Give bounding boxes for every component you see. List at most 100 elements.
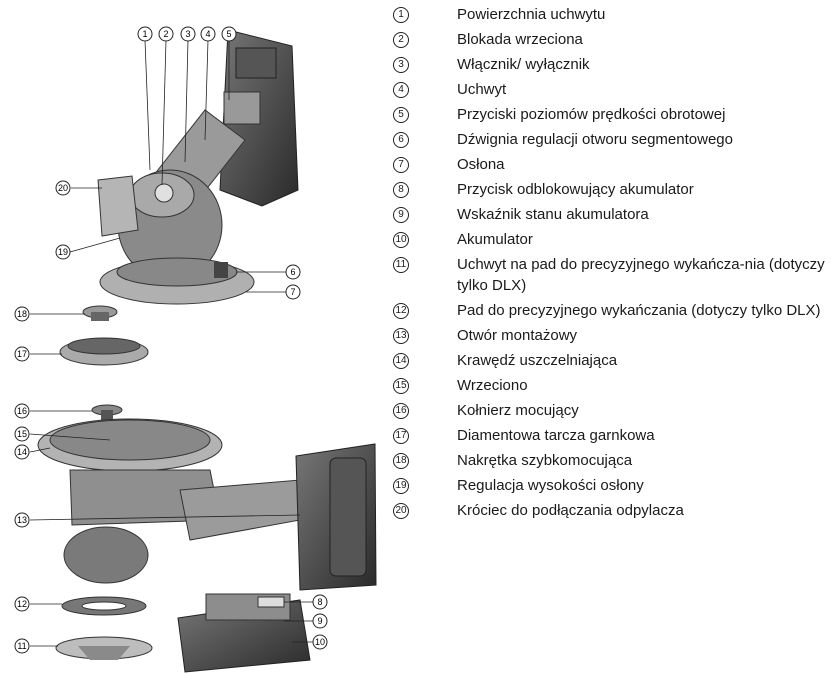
parts-legend: 1 Powierzchnia uchwytu 2 Blokada wrzeciona… [393, 4, 829, 525]
callout-2: 2 [159, 27, 173, 41]
legend-text: Pad do precyzyjnego wykańczania (dotyczy… [457, 300, 829, 321]
legend-item: 16 Kołnierz mocujący [393, 400, 829, 421]
legend-item: 7 Osłona [393, 154, 829, 175]
legend-number: 15 [393, 378, 409, 394]
legend-number: 14 [393, 353, 409, 369]
legend-item: 13 Otwór montażowy [393, 325, 829, 346]
svg-text:11: 11 [17, 641, 26, 651]
svg-text:12: 12 [17, 599, 27, 609]
callout-16: 16 [15, 404, 29, 418]
legend-number: 13 [393, 328, 409, 344]
callout-7: 7 [286, 285, 300, 299]
svg-text:4: 4 [205, 29, 210, 39]
battery-pack [178, 594, 310, 672]
legend-number: 6 [393, 132, 409, 148]
legend-text: Uchwyt [457, 79, 829, 100]
svg-text:19: 19 [58, 247, 68, 257]
callout-20: 20 [56, 181, 70, 195]
legend-number: 5 [393, 107, 409, 123]
svg-text:17: 17 [17, 349, 27, 359]
legend-item: 3 Włącznik/ wyłącznik [393, 54, 829, 75]
legend-number: 19 [393, 478, 409, 494]
legend-text: Regulacja wysokości osłony [457, 475, 829, 496]
legend-text: Nakrętka szybkomocująca [457, 450, 829, 471]
legend-number: 2 [393, 32, 409, 48]
callout-18: 18 [15, 307, 29, 321]
svg-text:15: 15 [17, 429, 27, 439]
legend-text: Włącznik/ wyłącznik [457, 54, 829, 75]
legend-text: Przyciski poziomów prędkości obrotowej [457, 104, 829, 125]
tool-illustration: 1 2 3 4 5 6 7 8 9 10 11 12 13 14 15 16 1… [0, 0, 390, 673]
callout-3: 3 [181, 27, 195, 41]
legend-text: Akumulator [457, 229, 829, 250]
quick-nut [83, 306, 117, 321]
callout-19: 19 [56, 245, 70, 259]
svg-text:16: 16 [17, 406, 27, 416]
legend-item: 19 Regulacja wysokości osłony [393, 475, 829, 496]
legend-text: Osłona [457, 154, 829, 175]
svg-text:8: 8 [317, 597, 322, 607]
callout-13: 13 [15, 513, 29, 527]
callout-1: 1 [138, 27, 152, 41]
legend-number: 10 [393, 232, 409, 248]
legend-number: 1 [393, 7, 409, 23]
svg-text:18: 18 [17, 309, 27, 319]
legend-item: 1 Powierzchnia uchwytu [393, 4, 829, 25]
legend-text: Uchwyt na pad do precyzyjnego wykańcza-n… [457, 254, 829, 296]
svg-text:1: 1 [142, 29, 147, 39]
legend-number: 7 [393, 157, 409, 173]
legend-text: Krawędź uszczelniająca [457, 350, 829, 371]
legend-item: 6 Dźwignia regulacji otworu segmentowego [393, 129, 829, 150]
legend-text: Powierzchnia uchwytu [457, 4, 829, 25]
legend-item: 20 Króciec do podłączania odpylacza [393, 500, 829, 521]
legend-number: 11 [393, 257, 409, 273]
svg-text:2: 2 [163, 29, 168, 39]
callout-14: 14 [15, 445, 29, 459]
svg-text:13: 13 [17, 515, 27, 525]
legend-text: Blokada wrzeciona [457, 29, 829, 50]
legend-number: 3 [393, 57, 409, 73]
legend-text: Króciec do podłączania odpylacza [457, 500, 829, 521]
legend-number: 16 [393, 403, 409, 419]
legend-item: 18 Nakrętka szybkomocująca [393, 450, 829, 471]
legend-number: 18 [393, 453, 409, 469]
callout-8: 8 [313, 595, 327, 609]
legend-number: 17 [393, 428, 409, 444]
fine-finishing-pad [62, 597, 146, 615]
callout-17: 17 [15, 347, 29, 361]
grinder-top-view [98, 30, 298, 304]
legend-item: 10 Akumulator [393, 229, 829, 250]
svg-text:5: 5 [226, 29, 231, 39]
callout-5: 5 [222, 27, 236, 41]
svg-text:10: 10 [315, 637, 325, 647]
legend-number: 20 [393, 503, 409, 519]
svg-text:14: 14 [17, 447, 27, 457]
legend-text: Przycisk odblokowujący akumulator [457, 179, 829, 200]
legend-item: 17 Diamentowa tarcza garnkowa [393, 425, 829, 446]
grinder-side-view [38, 419, 376, 590]
legend-item: 5 Przyciski poziomów prędkości obrotowej [393, 104, 829, 125]
legend-text: Dźwignia regulacji otworu segmentowego [457, 129, 829, 150]
callout-6: 6 [286, 265, 300, 279]
legend-item: 12 Pad do precyzyjnego wykańczania (dotyc… [393, 300, 829, 321]
callout-15: 15 [15, 427, 29, 441]
legend-number: 9 [393, 207, 409, 223]
legend-item: 11 Uchwyt na pad do precyzyjnego wykańcza… [393, 254, 829, 296]
callout-4: 4 [201, 27, 215, 41]
svg-text:20: 20 [58, 183, 68, 193]
legend-text: Diamentowa tarcza garnkowa [457, 425, 829, 446]
svg-text:7: 7 [290, 287, 295, 297]
callout-9: 9 [313, 614, 327, 628]
diamond-cup-wheel [60, 338, 148, 365]
svg-text:3: 3 [185, 29, 190, 39]
legend-number: 12 [393, 303, 409, 319]
svg-text:6: 6 [290, 267, 295, 277]
legend-text: Otwór montażowy [457, 325, 829, 346]
legend-text: Kołnierz mocujący [457, 400, 829, 421]
callout-11: 11 [15, 639, 29, 653]
callout-12: 12 [15, 597, 29, 611]
